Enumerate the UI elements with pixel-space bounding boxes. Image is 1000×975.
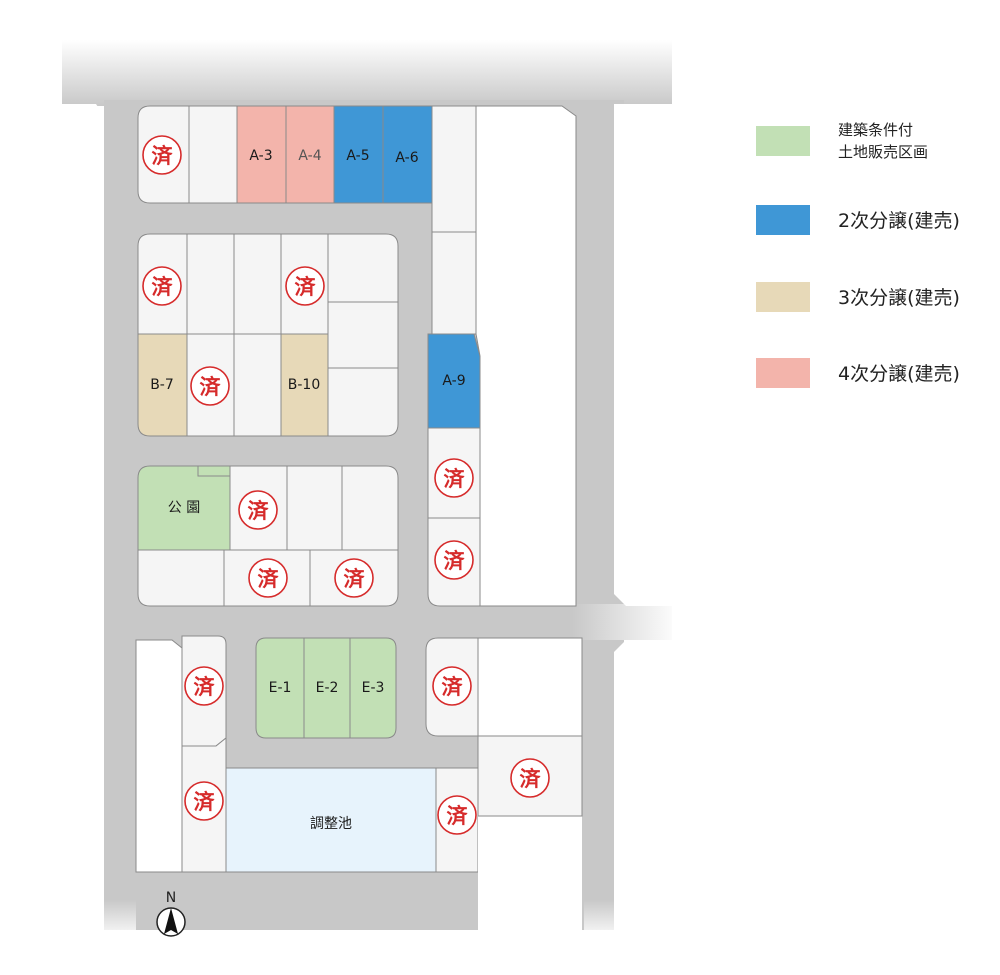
lot-b7[interactable] [137,333,188,437]
lot-f-5 [478,816,582,930]
block-east-strip [427,105,577,607]
lot-east-2[interactable] [431,231,477,335]
label-a5: A-5 [346,148,369,164]
lot-lower-left-outside [135,639,183,873]
legend-swatch-pink [756,358,810,388]
block-middle-lower [137,465,399,607]
sold-stamp: 済 [142,266,182,306]
sold-mark-text: 済 [152,275,174,299]
lot-e3[interactable] [349,637,397,739]
block-e [255,637,397,739]
north-arrow: N [156,890,186,937]
sold-mark-text: 済 [194,675,216,699]
sold-stamp: 済 [142,135,182,175]
lot-b-5[interactable] [327,233,399,303]
sold-stamp: 済 [437,795,477,835]
legend-swatch-green [756,126,810,156]
legend-labels: 建築条件付 土地販売区画 2次分譲(建売) 3次分譲(建売) 4次分譲(建売) [838,121,960,385]
lot-b-9[interactable] [233,333,282,437]
sold-mark-text: 済 [200,375,222,399]
outside-top-left [62,104,104,930]
legend-label-4: 4次分譲(建売) [838,363,960,385]
lot-large-east[interactable] [475,105,577,607]
label-e3: E-3 [362,680,385,696]
block-middle-upper [137,233,399,437]
lot-a3[interactable] [236,105,287,204]
lot-b-11[interactable] [327,367,399,437]
lot-e2[interactable] [303,637,351,739]
sold-mark-text: 済 [520,767,542,791]
block-lower-right [425,637,583,930]
label-a4: A-4 [298,148,321,164]
label-a9: A-9 [442,373,465,389]
sold-stamp: 済 [432,666,472,706]
lot-b-3[interactable] [233,233,282,335]
sold-mark-text: 済 [442,675,464,699]
outside-bottom-right [614,640,672,930]
lot-b-6[interactable] [327,301,399,369]
sold-stamp: 済 [285,266,325,306]
sold-mark-text: 済 [194,790,216,814]
lot-f-2[interactable] [477,637,583,737]
road-east-branch [572,604,680,640]
sold-mark-text: 済 [152,144,174,168]
label-b7: B-7 [150,377,174,393]
road-top-fade [62,40,672,106]
sold-mark-text: 済 [258,567,280,591]
sold-mark-text: 済 [344,567,366,591]
legend-label-3: 3次分譲(建売) [838,287,960,309]
sold-stamps: 済 済 済 済 済 済 済 済 済 済 済 済 済 済 [142,135,550,835]
sold-stamp: 済 [184,666,224,706]
label-e1: E-1 [269,680,292,696]
sold-stamp: 済 [434,540,474,580]
outside-bottom-margin [0,930,672,975]
sold-stamp: 済 [190,366,230,406]
legend-swatches [756,126,810,388]
legend-label-2: 2次分譲(建売) [838,210,960,232]
lot-e1[interactable] [255,637,305,739]
lot-b-2[interactable] [186,233,235,335]
sold-mark-text: 済 [444,467,466,491]
sold-mark-text: 済 [444,549,466,573]
lot-c-5[interactable] [137,549,225,607]
legend-label-1-line1: 建築条件付 [838,121,913,139]
sold-mark-text: 済 [447,804,469,828]
sold-stamp: 済 [334,558,374,598]
label-e2: E-2 [316,680,339,696]
lot-b10[interactable] [280,333,329,437]
lot-a6[interactable] [382,105,433,204]
sold-mark-text: 済 [295,275,317,299]
outside-right-margin [672,0,1000,975]
sold-stamp: 済 [184,781,224,821]
label-park: 公 園 [168,500,200,516]
label-b10: B-10 [288,377,320,393]
block-top-row [137,105,433,204]
sold-mark-text: 済 [248,499,270,523]
sold-stamp: 済 [248,558,288,598]
lot-top-2[interactable] [188,105,238,204]
lot-c-4[interactable] [341,465,399,551]
lot-pond[interactable] [225,767,437,873]
label-a3: A-3 [249,148,272,164]
outside-top-right [614,104,672,606]
park-notch [197,465,231,477]
label-pond: 調整池 [310,816,352,832]
lot-c-3[interactable] [286,465,343,551]
sold-stamp: 済 [238,490,278,530]
legend-swatch-blue [756,205,810,235]
legend-swatch-tan [756,282,810,312]
lot-labels: A-3 A-4 A-5 A-6 A-9 B-7 B-10 公 園 E-1 E-2… [150,148,465,832]
lot-east-1[interactable] [431,105,477,233]
north-label: N [166,890,176,906]
north-needle-icon [164,908,178,934]
sold-stamp: 済 [510,758,550,798]
legend-label-1-line2: 土地販売区画 [838,143,928,161]
label-a6: A-6 [395,150,418,166]
sold-stamp: 済 [434,458,474,498]
